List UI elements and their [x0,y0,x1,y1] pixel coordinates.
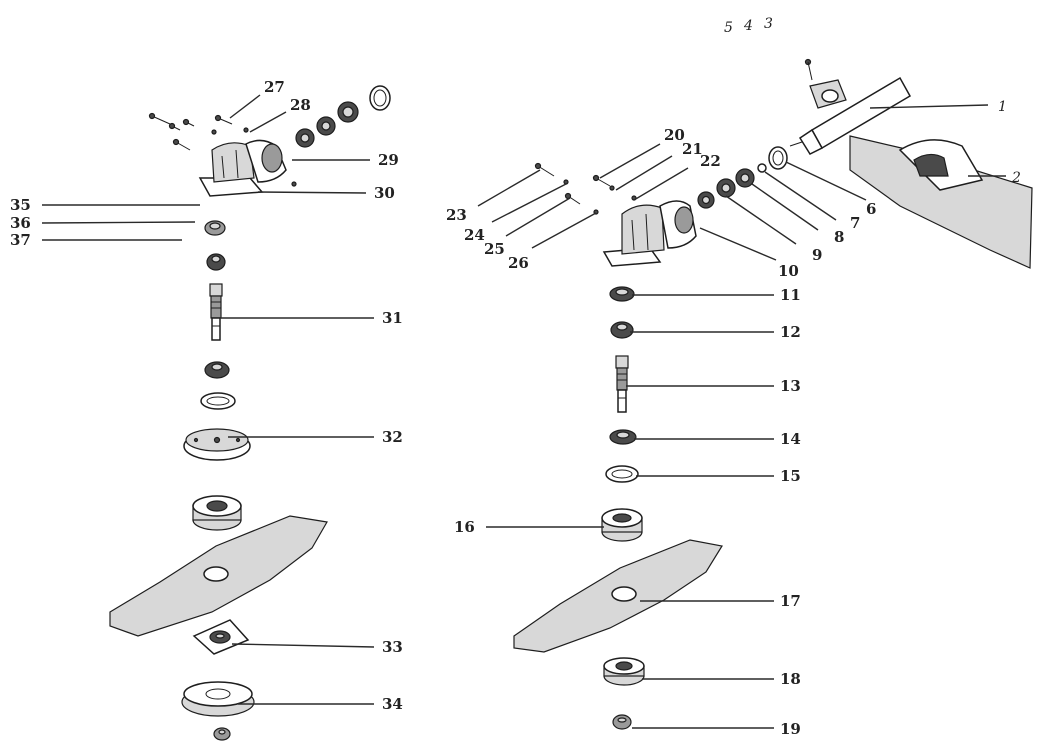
label-4: 4 [743,18,753,34]
label-14: 14 [780,430,801,448]
left-upper-flange [192,495,242,531]
label-26: 26 [508,254,529,272]
label-23: 23 [446,206,467,224]
label-33: 33 [382,638,403,656]
left-blade [109,515,328,637]
left-assembly [109,85,391,741]
left-lower-washer [192,619,250,655]
label-7: 7 [850,214,860,232]
label-27: 27 [264,78,285,96]
label-2: 2 [1011,170,1021,186]
label-29: 29 [378,151,399,169]
label-35: 35 [10,196,31,214]
part-labels: 1 2 3 4 5 6 7 8 9 10 11 12 13 14 15 16 1… [10,16,1021,738]
right-lower-flange [603,657,645,686]
drive-shaft-tube [789,76,912,155]
label-22: 22 [700,152,721,170]
right-gear-upper [610,321,634,339]
label-21: 21 [682,140,703,158]
label-12: 12 [780,323,801,341]
label-32: 32 [382,428,403,446]
label-9: 9 [812,246,822,264]
label-13: 13 [780,377,801,395]
left-output-shaft [209,283,223,341]
right-circlip [605,465,639,483]
label-15: 15 [780,467,801,485]
label-17: 17 [780,592,801,610]
right-output-shaft [615,355,629,413]
left-gear-housing [198,139,287,197]
left-cover-plate [183,428,251,461]
left-input-bearings [295,85,391,148]
label-18: 18 [780,670,801,688]
label-16: 16 [454,518,475,536]
label-31: 31 [382,309,403,327]
left-dust-cup [181,681,255,717]
left-bearing-upper [204,220,226,236]
right-bearing-upper [609,286,635,302]
left-circlip [200,392,236,410]
left-gear-upper [206,253,226,271]
right-input-bearings [697,146,788,209]
label-20: 20 [664,126,685,144]
label-19: 19 [780,720,801,738]
right-blade [513,539,723,653]
label-8: 8 [834,228,844,246]
leader-lines [41,94,1006,729]
right-assembly [513,58,1033,730]
label-24: 24 [464,226,485,244]
label-5: 5 [724,20,733,36]
label-10: 10 [778,262,799,280]
label-28: 28 [290,96,311,114]
label-1: 1 [998,99,1007,115]
label-34: 34 [382,695,403,713]
label-36: 36 [10,214,31,232]
safety-guard [849,135,1033,269]
right-bearing-lower [609,429,637,445]
label-30: 30 [374,184,395,202]
label-11: 11 [780,286,801,304]
label-6: 6 [866,200,876,218]
right-nut [612,714,632,730]
left-nut [213,727,231,741]
right-gear-housing [602,200,697,267]
left-bearing-lower [204,361,230,379]
label-3: 3 [764,16,773,32]
right-screw-set [534,162,637,215]
left-screw-set [148,112,297,187]
label-37: 37 [10,231,31,249]
shaft-clamp [804,58,847,109]
right-upper-flange [601,508,643,542]
label-25: 25 [484,240,505,258]
